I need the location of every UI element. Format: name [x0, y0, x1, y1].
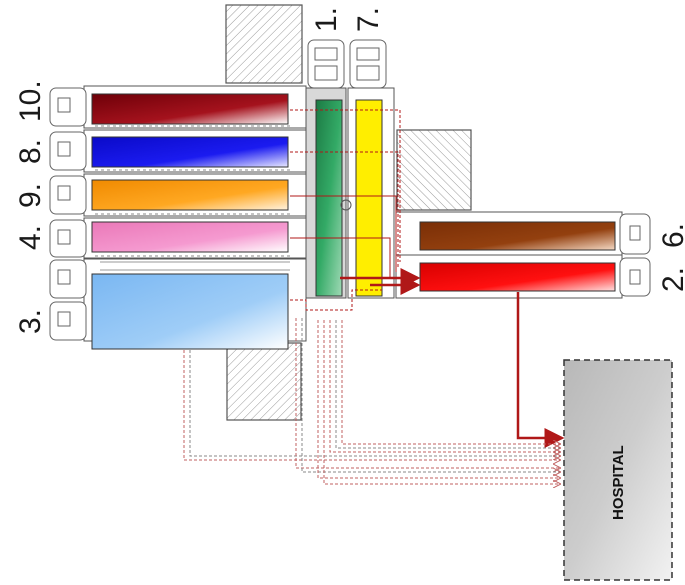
label-4: 4.: [14, 225, 47, 250]
hatched-area-top: [225, 4, 303, 84]
hatched-area-right: [396, 129, 472, 211]
hatched-area-bottom: [226, 342, 302, 421]
label-2: 2.: [657, 267, 685, 292]
truck-cab-icon: [49, 219, 87, 258]
label-10: 10.: [14, 80, 47, 122]
yellow-unit-7: [355, 99, 383, 297]
module-10-maroon: [91, 93, 289, 125]
dashed-links-to-hospital: [183, 318, 560, 484]
truck-cab-row-right: [619, 213, 651, 297]
green-unit-1: [315, 99, 343, 297]
module-8-blue: [91, 136, 289, 168]
module-3-light-blue: [91, 273, 289, 350]
label-9: 9.: [14, 183, 47, 208]
connector-node: [340, 199, 352, 211]
truck-cab-icon: [49, 131, 87, 171]
truck-cab-icon: [49, 87, 87, 127]
hospital-label: HOSPITAL: [610, 445, 627, 520]
truck-cab-icon: [349, 39, 387, 89]
truck-cab-icon: [307, 39, 345, 89]
truck-cab-icon: [49, 175, 87, 215]
link-red-to-hospital: [516, 292, 565, 448]
truck-cab-row-left: [49, 87, 87, 341]
truck-cab-icon: [619, 257, 651, 297]
hospital-block: [563, 359, 673, 581]
label-7: 7.: [352, 7, 385, 32]
central-trailer-outline-2: [347, 87, 395, 299]
truck-cab-icon: [49, 301, 87, 341]
truck-cab-icon: [49, 259, 87, 299]
truck-cab-icon: [619, 213, 651, 255]
label-3: 3.: [14, 309, 47, 334]
connection-lines: [290, 109, 421, 311]
label-6: 6.: [657, 223, 685, 248]
truck-cab-row-top: [307, 39, 387, 89]
module-2-red: [419, 262, 616, 292]
label-8: 8.: [14, 139, 47, 164]
label-1: 1.: [310, 7, 343, 32]
module-9-orange: [91, 179, 289, 211]
module-4-pink: [91, 221, 289, 253]
module-6-brown: [419, 221, 616, 251]
